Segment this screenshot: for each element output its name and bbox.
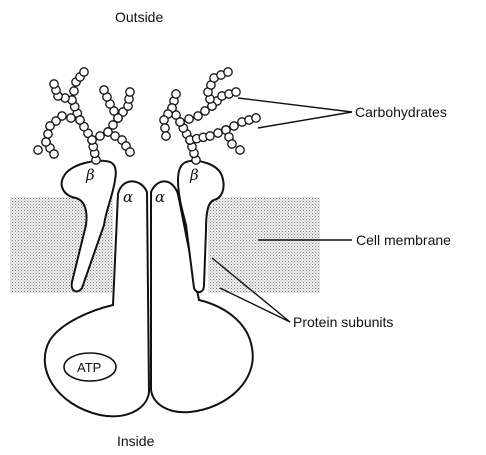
carbohydrate-bead [206,132,214,140]
carbohydrate-bead [88,136,96,144]
carbohydrate-bead [100,86,108,94]
carbohydrate-bead [50,150,58,158]
carbohydrate-bead [232,88,240,96]
carbohydrate-bead [70,87,78,95]
membrane-right [208,197,320,293]
atp-label: ATP [77,360,101,375]
carbohydrate-bead [96,132,104,140]
carbohydrate-bead [236,146,244,154]
carbohydrate-bead [252,114,260,122]
protein-subunits-label: Protein subunits [293,314,393,330]
carbohydrate-bead [34,146,42,154]
carbohydrate-bead [228,140,236,148]
carbohydrates-label: Carbohydrates [355,104,447,120]
carbohydrate-bead [126,88,134,96]
alpha-left-label: α [123,188,133,206]
cell-membrane-label: Cell membrane [356,232,451,248]
alpha-right-label: α [155,188,165,206]
outside-label: Outside [115,9,163,25]
carbohydrate-bead [126,148,134,156]
inside-label: Inside [117,433,155,449]
carbohydrate-bead [185,115,193,123]
carbohydrate-bead [162,132,170,140]
carbohydrate-bead [214,129,222,137]
carbohydrate-bead [160,116,168,124]
carbohydrate-bead [80,68,88,76]
carbohydrate-bead [230,122,238,130]
carbohydrate-bead [176,118,184,126]
carbohydrate-bead [224,68,232,76]
beta-left-label: β [85,166,95,184]
carbohydrate-bead [161,124,169,132]
carbohydrate-bead [76,116,84,124]
carbohydrate-bead [46,122,54,130]
carbohydrate-bead [172,90,180,98]
carbohydrates-pointer-1 [238,98,352,112]
beta-right-label: β [189,166,199,184]
carbohydrate-chains [34,68,260,164]
carbohydrate-bead [67,114,75,122]
carbohydrates-pointer-2 [258,112,352,128]
carbohydrate-bead [44,130,52,138]
carbohydrate-bead [42,138,50,146]
carbohydrate-bead [50,80,58,88]
